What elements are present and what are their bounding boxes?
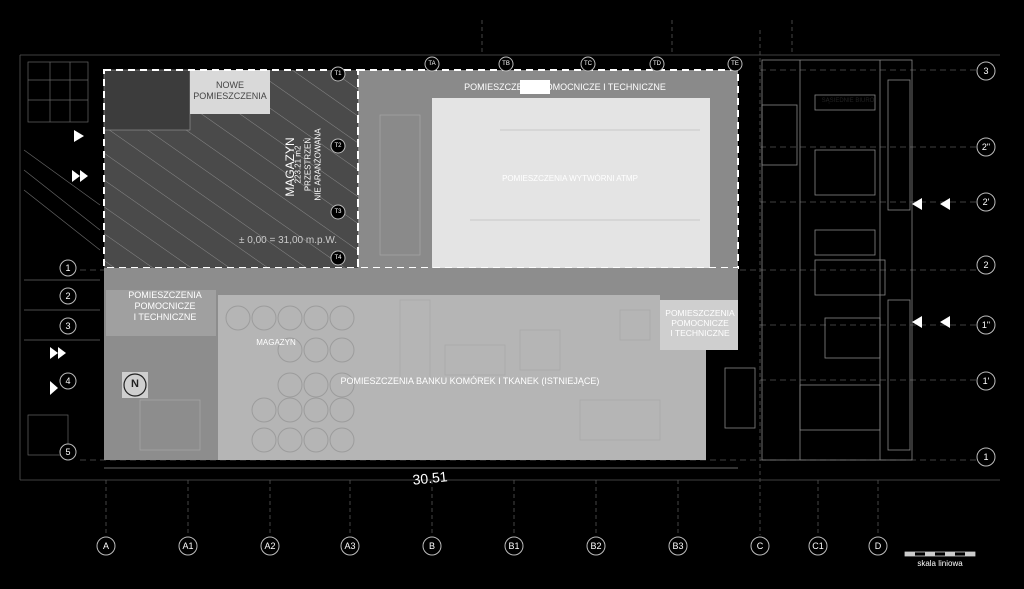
col-label-5: B1 [508,541,520,551]
zone-label-pom-right: POMIESZCZENIA POMOCNICZE I TECHNICZNE [660,308,740,338]
col-label-8: C [756,541,764,551]
row-label-right-5: 1' [982,376,990,386]
t-label-8: TE [731,61,739,67]
row-label-left-2: 3 [65,321,71,331]
grid-bubbles [59,61,996,556]
t-label-3: T4 [334,255,342,261]
t-label-4: TA [428,61,436,67]
col-label-10: D [874,541,882,551]
section-arrows [50,130,950,395]
col-label-3: A3 [344,541,356,551]
row-label-right-3: 2 [983,260,989,270]
zone-label-pom-left: POMIESZCZENIA POMOCNICZE I TECHNICZNE [110,290,220,323]
zone-label-wytworni: POMIESZCZENIA WYTWÓRNI ATMP [502,174,638,183]
col-label-7: B3 [672,541,684,551]
scale-label: skala liniowa [917,559,963,568]
col-label-4: B [428,541,435,551]
t-axis-bubbles [330,56,743,266]
pom-left-line2: POMOCNICZE [134,301,196,311]
magazyn-area: 223.21 m2 [293,145,303,184]
north-icon: N [131,378,139,390]
col-label-1: A1 [182,541,194,551]
t-label-1: T2 [334,143,342,149]
col-label-0: A [102,541,109,551]
pom-right-line3: I TECHNICZNE [670,328,730,338]
row-label-left-1: 2 [65,291,71,301]
t-label-0: T1 [334,71,342,77]
col-label-2: A2 [264,541,276,551]
pom-left-line3: I TECHNICZNE [133,312,197,322]
scale-bar [904,551,976,557]
pom-left-line1: POMIESZCZENIA [128,290,202,300]
row-label-right-1: 2" [981,142,991,152]
pom-right-line1: POMIESZCZENIA [665,308,735,318]
row-label-left-3: 4 [65,376,71,386]
row-label-right-6: 1 [983,452,989,462]
zone-label-nowe: NOWE POMIESZCZENIA [193,80,267,101]
row-label-left-4: 5 [65,447,71,457]
row-label-right-2: 2' [982,197,990,207]
col-label-9: C1 [812,541,824,551]
t-label-7: TD [653,61,661,67]
t-label-2: T3 [334,209,342,215]
zone-pom-right [660,300,738,350]
left-site-detail [23,61,101,456]
row-label-left-0: 1 [65,263,71,273]
right-office-detail [724,59,913,461]
magazyn-nie: NIE ARANŻOWANA [313,128,323,201]
zone-label-pom-top: POMIESZCZENIA POMOCNICZE I TECHNICZNE [464,82,666,92]
t-label-6: TC [584,61,592,67]
level-label: ± 0,00 = 31,00 m.p.W. [238,235,338,246]
row-label-right-4: 1" [981,320,991,330]
zone-label-sasiednie: SĄSIEDNIE BIURO [821,98,875,104]
magazyn-przestrzen: PRZESTRZEŃ [303,137,313,192]
col-label-6: B2 [590,541,602,551]
row-label-right-0: 3 [983,66,989,76]
pom-right-line2: POMOCNICZE [671,318,729,328]
zone-label-bank: POMIESZCZENIA BANKU KOMÓREK I TKANEK (IS… [340,376,600,386]
zone-wytworni [432,98,710,268]
t-label-5: TB [502,61,510,67]
zone-label-magazyn-small: MAGAZYN [256,338,296,347]
magazyn-tanks [225,305,355,453]
